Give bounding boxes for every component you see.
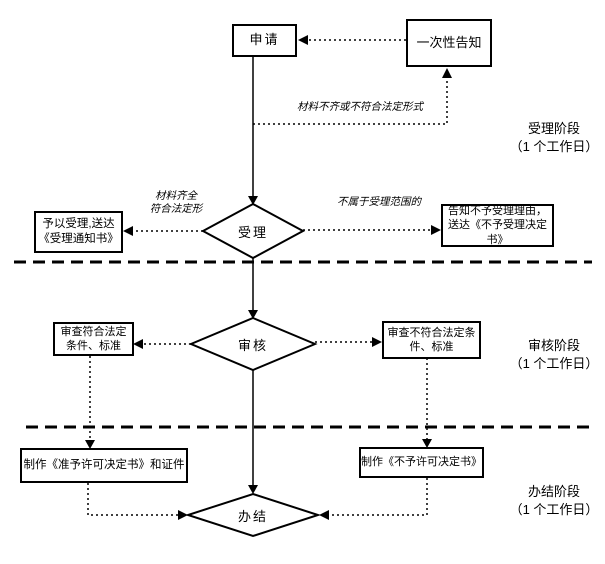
node-accept: 受理 (237, 224, 268, 240)
box-make-refusal: 制作《不予许可决定书》 (359, 447, 484, 478)
dotted-connectors (87, 39, 448, 516)
box-make-permit: 制作《准予许可决定书》和证件 (20, 448, 188, 483)
box-review-fail: 审查不符合法定条件、标准 (382, 321, 481, 359)
edge-label-materials-complete: 材料齐全 符合法定形 (138, 190, 214, 216)
stage-label-finish: 办结阶段 （1 个工作日） (503, 483, 605, 518)
stage-divider-lines (14, 260, 592, 429)
arrowheads (85, 35, 452, 520)
edge-label-materials-complete-line2: 符合法定形 (149, 203, 203, 216)
decision-diamonds (184, 202, 322, 538)
edge-label-materials-complete-line1: 材料齐全 (155, 190, 197, 202)
finish-diamond-shape (184, 492, 322, 538)
review-diamond-shape (188, 316, 318, 372)
stage-accept-duration: （1 个工作日） (509, 138, 599, 154)
stage-accept-name: 受理阶段 (527, 121, 580, 136)
node-review: 审核 (237, 337, 268, 353)
box-accept-ok: 予以受理,送达《受理通知书》 (34, 211, 123, 253)
node-apply: 申请 (232, 24, 297, 57)
box-accept-refuse: 告知不予受理理由，送达《不予受理决定书》 (441, 204, 554, 247)
node-finish: 办结 (237, 508, 268, 524)
node-one-time-notice: 一次性告知 (406, 19, 492, 67)
stage-review-name: 审核阶段 (527, 338, 580, 353)
stage-finish-name: 办结阶段 (527, 484, 580, 499)
stage-label-accept: 受理阶段 （1 个工作日） (503, 120, 605, 155)
edge-label-materials-incomplete: 材料不齐或不符合法定形式 (297, 101, 423, 113)
accept-diamond-shape (200, 202, 306, 260)
box-review-pass: 审查符合法定条件、标准 (53, 322, 134, 356)
edge-label-not-in-scope: 不属于受理范围的 (337, 196, 421, 208)
stage-review-duration: （1 个工作日） (509, 355, 599, 371)
stage-finish-duration: （1 个工作日） (509, 501, 599, 517)
stage-label-review: 审核阶段 （1 个工作日） (503, 337, 605, 372)
